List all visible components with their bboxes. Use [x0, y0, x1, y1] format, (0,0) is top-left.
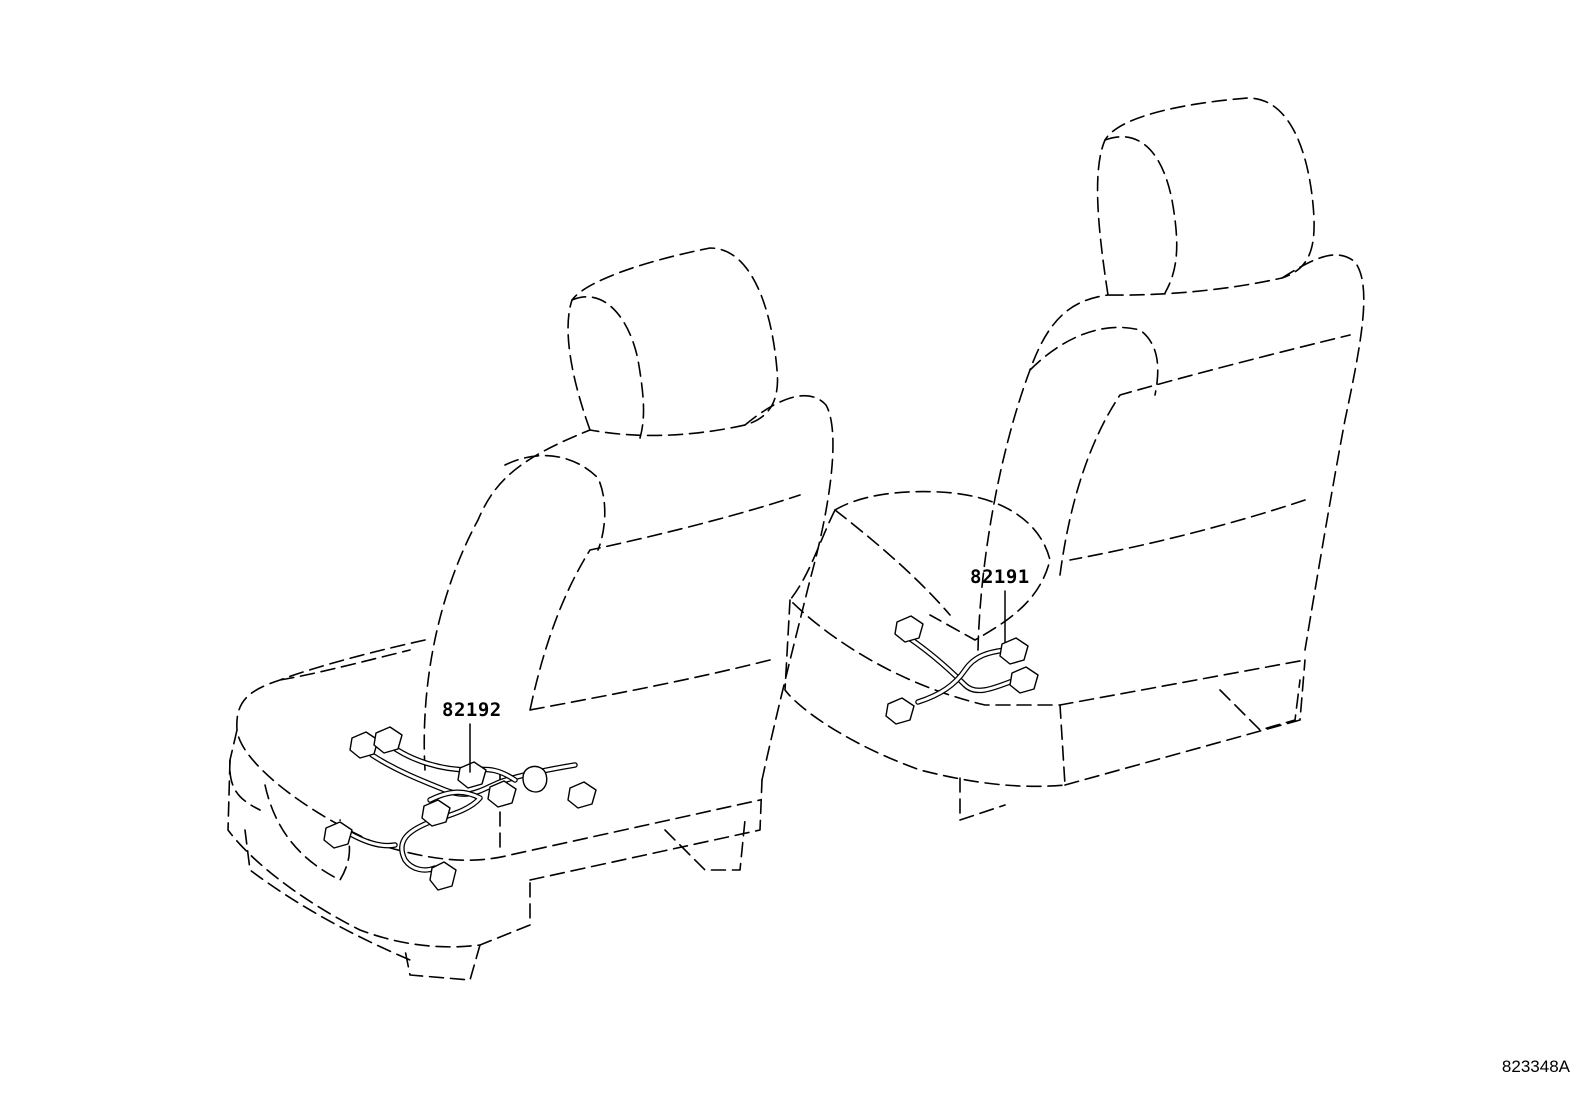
left-harness-connector-1 — [349, 731, 379, 759]
left-harness-connector-3 — [457, 761, 487, 789]
left-harness-connector-8 — [323, 821, 353, 849]
left-seat-backrest-side — [504, 454, 606, 551]
right-seat-base — [784, 599, 1306, 821]
left-harness-connector-9 — [429, 861, 457, 891]
left-seat-backrest-panel — [529, 494, 801, 711]
right-seat-backrest-side — [1029, 326, 1159, 396]
left-seat-cushion — [229, 639, 761, 861]
callout-82191: 82191 — [970, 566, 1030, 588]
left-seat-headrest-edge — [571, 296, 645, 439]
right-harness-connector-4 — [885, 697, 915, 725]
left-harness-connector-6 — [567, 781, 597, 809]
right-seat-cushion-front — [834, 509, 951, 616]
right-seat-cushion — [789, 490, 1306, 706]
figure-code: 823348A — [1501, 1057, 1570, 1076]
left-seat-headrest — [567, 247, 779, 437]
left-harness-connector-7 — [421, 799, 451, 827]
right-seat-headrest — [1096, 97, 1315, 296]
right-wire-harness — [885, 615, 1039, 725]
left-harness-connector-5 — [522, 765, 548, 793]
right-seat — [784, 97, 1365, 821]
right-seat-headrest-edge — [1104, 135, 1178, 294]
callout-82192: 82192 — [442, 699, 502, 721]
left-seat-base — [227, 759, 763, 981]
right-seat-backrest — [977, 254, 1365, 651]
left-wire-harness — [323, 726, 597, 891]
left-seat-backrest — [423, 395, 834, 781]
left-harness-connector-4 — [487, 780, 517, 808]
right-harness-connector-2 — [999, 637, 1029, 665]
left-harness-connector-2 — [373, 726, 403, 754]
right-seat-backrest-panel — [1059, 334, 1351, 576]
right-harness-connector-3 — [1009, 666, 1039, 694]
right-harness-connector-1 — [894, 615, 924, 643]
left-seat — [227, 247, 834, 981]
